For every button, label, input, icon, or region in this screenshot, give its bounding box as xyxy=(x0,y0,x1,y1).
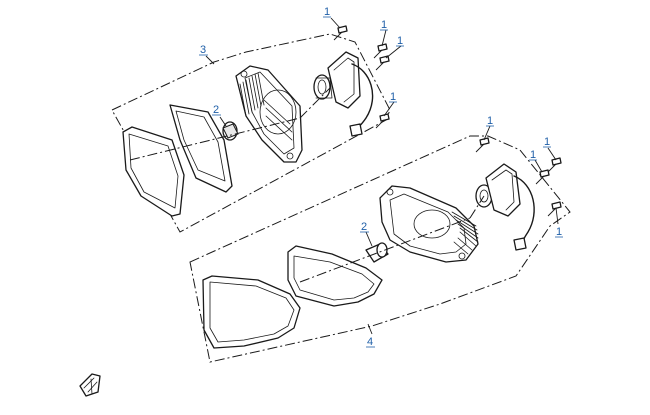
upper-dust-cover xyxy=(327,51,361,109)
upper-socket xyxy=(313,74,333,100)
screw-icon xyxy=(333,25,348,41)
screw-icon xyxy=(475,137,490,153)
screw-icon xyxy=(547,201,562,217)
assembly-3-boundary xyxy=(111,33,391,233)
callout-1a: 1 xyxy=(324,6,330,18)
callout-2b: 2 xyxy=(361,221,367,233)
lower-bulb xyxy=(365,242,389,263)
callout-leaders xyxy=(205,17,559,335)
lower-dust-cover xyxy=(485,163,521,217)
upper-wire-harness xyxy=(349,63,374,137)
callout-4: 4 xyxy=(367,336,373,348)
callout-1b: 1 xyxy=(381,19,387,31)
callout-1h: 1 xyxy=(556,226,562,238)
callout-2a: 2 xyxy=(213,104,219,116)
upper-lens xyxy=(122,126,185,217)
callout-1d: 1 xyxy=(390,91,396,103)
upper-gasket xyxy=(169,104,233,193)
callout-1g: 1 xyxy=(530,149,536,161)
lower-headlight-assembly xyxy=(189,135,571,363)
upper-headlight-assembly xyxy=(111,25,391,233)
lower-wire-harness xyxy=(513,175,535,251)
callout-1f: 1 xyxy=(544,136,550,148)
screw-icon xyxy=(375,55,390,71)
upper-bulb xyxy=(222,121,239,141)
callout-1c: 1 xyxy=(397,35,403,47)
callout-3: 3 xyxy=(200,44,206,56)
lower-lens xyxy=(202,275,301,349)
screw-icon xyxy=(373,43,388,59)
screw-icon xyxy=(375,113,390,129)
lower-reflector-housing xyxy=(379,185,479,263)
callout-1e: 1 xyxy=(487,115,493,127)
front-direction-arrow-icon xyxy=(79,373,101,397)
lower-gasket xyxy=(287,245,383,307)
upper-reflector-housing xyxy=(235,65,303,163)
screw-icon xyxy=(547,157,562,173)
screw-icon xyxy=(535,169,550,185)
assembly-4-boundary xyxy=(189,135,571,363)
callout-numbers: 1 1 1 1 2 3 1 1 1 1 2 4 xyxy=(199,6,563,348)
